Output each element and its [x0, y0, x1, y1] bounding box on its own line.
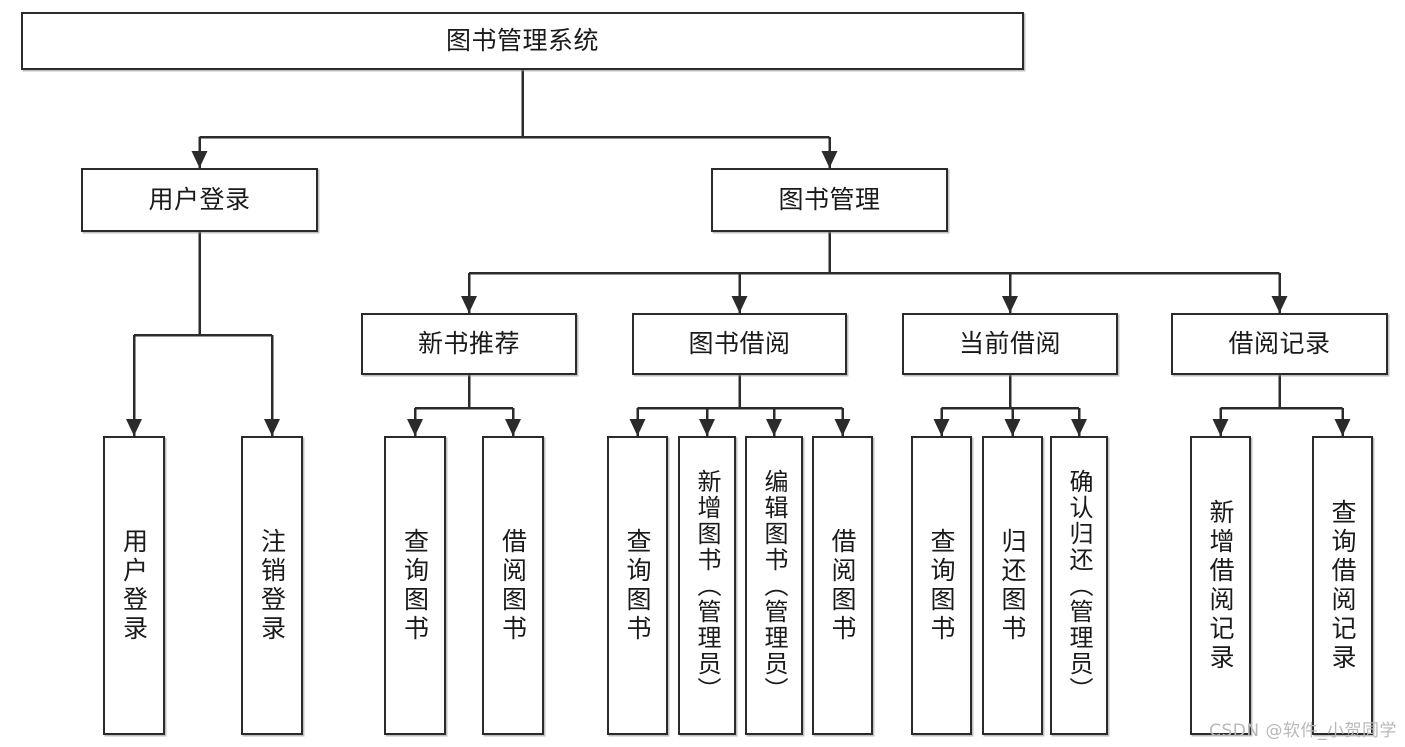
- node-label: 新增图书（管理员）: [693, 468, 721, 703]
- node-label: 新书推荐: [417, 329, 520, 358]
- node-leaf-user-login[interactable]: 用户登录: [103, 436, 165, 735]
- node-label: 归还图书: [998, 527, 1027, 644]
- node-leaf-borrow-lend[interactable]: 借阅图书: [812, 436, 873, 735]
- connector-arrowhead: [461, 296, 477, 313]
- node-label: 查询图书: [400, 527, 430, 644]
- connector-arrowhead: [766, 419, 782, 436]
- node-label: 用户登录: [148, 185, 251, 214]
- node-label: 当前借阅: [958, 329, 1061, 358]
- connector-arrowhead: [933, 419, 950, 436]
- connector-arrowhead: [821, 151, 838, 168]
- connector-arrowhead: [1071, 419, 1087, 436]
- node-label: 新增借阅记录: [1206, 498, 1235, 673]
- node-root[interactable]: 图书管理系统: [21, 12, 1024, 70]
- connector-arrowhead: [1212, 419, 1229, 436]
- node-leaf-cur-confirm[interactable]: 确认归还（管理员）: [1050, 436, 1108, 735]
- connector-arrowhead: [407, 419, 423, 436]
- connector-arrowhead: [1271, 296, 1288, 313]
- node-leaf-rec-borrow[interactable]: 借阅图书: [482, 436, 544, 735]
- connector-arrowhead: [699, 419, 715, 436]
- connector-arrowhead: [834, 419, 851, 436]
- node-leaf-rec-search[interactable]: 查询借阅记录: [1312, 436, 1373, 735]
- node-leaf-borrow-add[interactable]: 新增图书（管理员）: [678, 436, 736, 735]
- node-leaf-cur-return[interactable]: 归还图书: [982, 436, 1043, 735]
- node-label: 查询借阅记录: [1328, 498, 1357, 673]
- node-leaf-borrow-edit[interactable]: 编辑图书（管理员）: [745, 436, 803, 735]
- node-label: 借阅图书: [828, 527, 857, 644]
- node-label: 图书管理: [778, 185, 881, 214]
- connector-arrowhead: [264, 419, 280, 436]
- node-current-borrow[interactable]: 当前借阅: [902, 313, 1118, 375]
- node-label: 查询图书: [623, 527, 652, 644]
- node-label: 确认归还（管理员）: [1065, 468, 1093, 703]
- connector-arrowhead: [1004, 419, 1021, 436]
- watermark-label: CSDN @软件_小贺同学: [1209, 721, 1397, 741]
- node-book-borrow[interactable]: 图书借阅: [632, 313, 847, 375]
- connector-arrowhead: [505, 419, 521, 436]
- node-label: 图书管理系统: [445, 26, 599, 55]
- node-label: 借阅图书: [498, 527, 528, 644]
- connector-arrowhead: [1334, 419, 1351, 436]
- node-label: 查询图书: [927, 527, 956, 644]
- node-label: 注销登录: [257, 527, 287, 644]
- node-label: 借阅记录: [1228, 329, 1331, 358]
- node-leaf-borrow-query[interactable]: 查询图书: [607, 436, 668, 735]
- node-leaf-cur-query[interactable]: 查询图书: [911, 436, 972, 735]
- node-leaf-user-logout[interactable]: 注销登录: [241, 436, 303, 735]
- node-leaf-rec-add[interactable]: 新增借阅记录: [1190, 436, 1251, 735]
- node-user-login[interactable]: 用户登录: [81, 168, 318, 232]
- node-leaf-rec-query[interactable]: 查询图书: [384, 436, 446, 735]
- connector-arrowhead: [731, 296, 748, 313]
- connector-arrowhead: [126, 419, 142, 436]
- node-borrow-record[interactable]: 借阅记录: [1171, 313, 1388, 375]
- node-label: 用户登录: [119, 527, 149, 644]
- node-new-book-rec[interactable]: 新书推荐: [361, 313, 577, 375]
- connector-arrowhead: [191, 151, 208, 168]
- node-label: 图书借阅: [688, 329, 791, 358]
- node-label: 编辑图书（管理员）: [760, 468, 788, 703]
- node-book-manage[interactable]: 图书管理: [711, 168, 948, 232]
- connector-arrowhead: [629, 419, 646, 436]
- connector-arrowhead: [1002, 296, 1018, 313]
